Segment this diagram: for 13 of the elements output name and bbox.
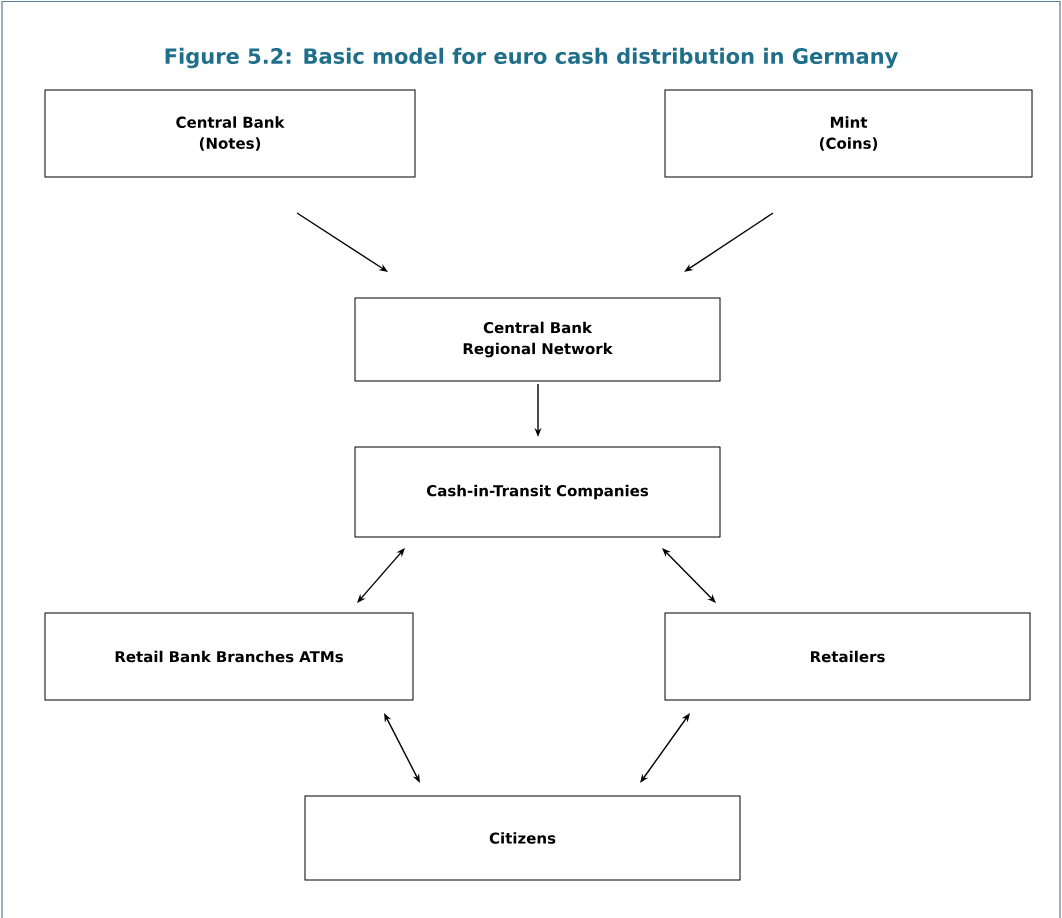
process-box: Retail Bank Branches ATMs <box>44 612 414 701</box>
process-box: Retailers <box>664 612 1031 701</box>
arrow <box>640 713 690 783</box>
arrow <box>296 212 388 272</box>
arrow <box>357 548 405 603</box>
arrow <box>662 548 716 603</box>
arrow <box>684 212 774 272</box>
process-box: Central Bank (Notes) <box>44 89 416 178</box>
process-box: Central Bank Regional Network <box>354 297 721 382</box>
process-box: Cash-in-Transit Companies <box>354 446 721 538</box>
process-box: Citizens <box>304 795 741 881</box>
figure-title: Figure 5.2: Basic model for euro cash distribution in Germany <box>165 47 898 69</box>
process-box: Mint (Coins) <box>664 89 1033 178</box>
